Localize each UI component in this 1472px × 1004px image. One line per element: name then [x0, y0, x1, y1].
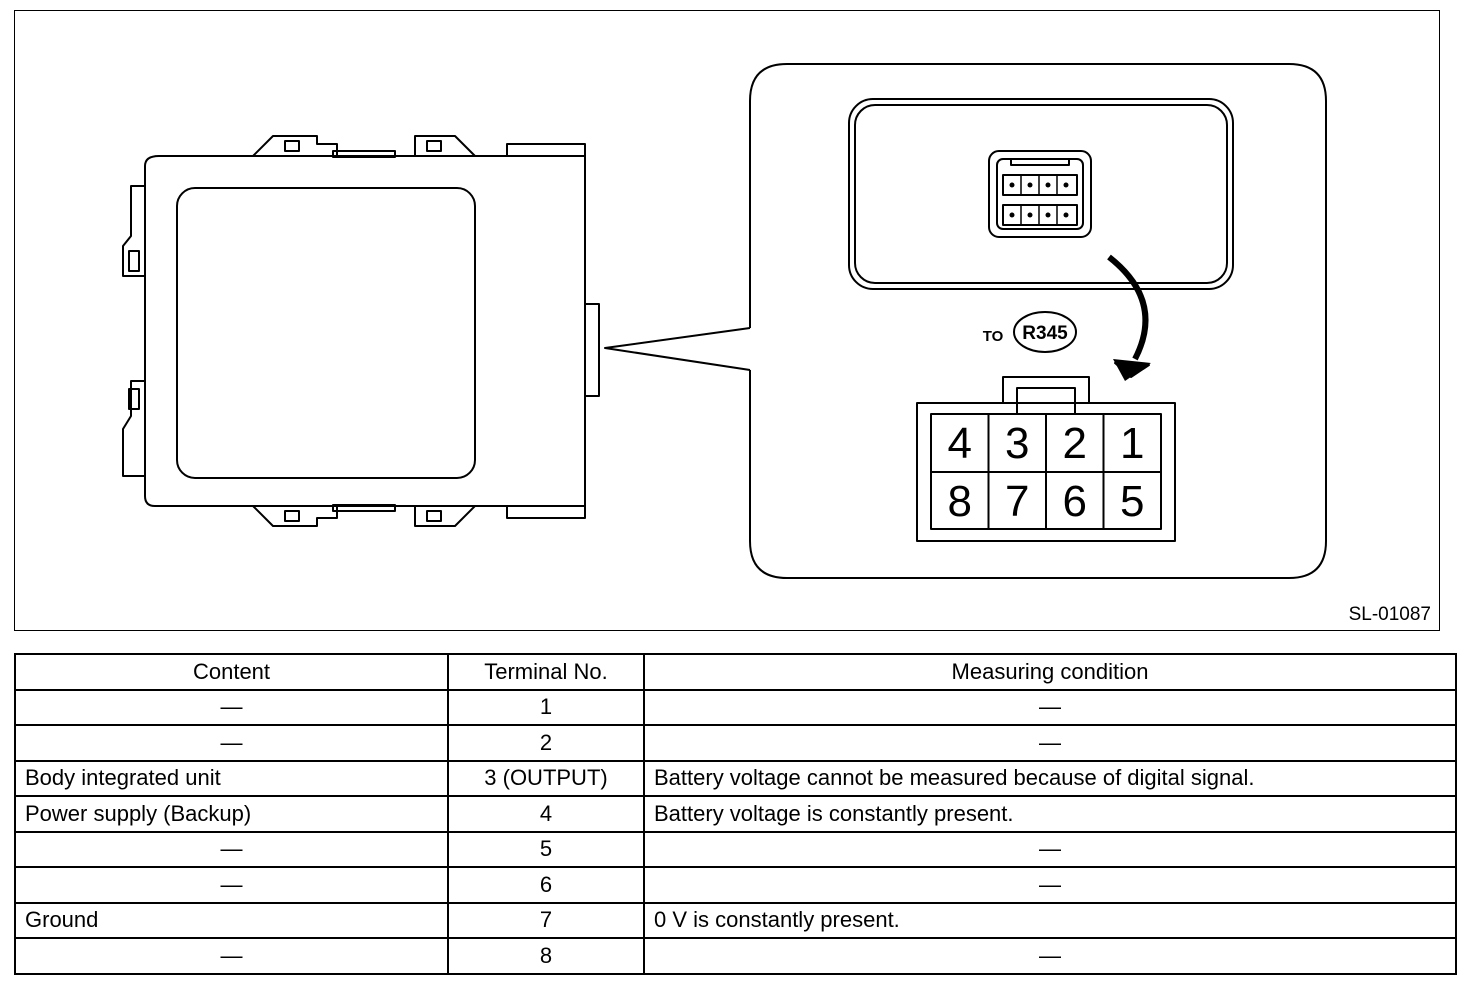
terminal-cell: 8 — [447, 937, 645, 975]
condition-cell: Battery voltage is constantly present. — [643, 795, 1457, 833]
condition-cell: Battery voltage cannot be measured becau… — [643, 759, 1457, 797]
content-cell: — — [14, 866, 449, 904]
connector-label: R345 — [1022, 323, 1068, 344]
pin-dot — [1063, 212, 1069, 218]
terminal-number-label: 1 — [1120, 419, 1144, 468]
content-cell: — — [14, 830, 449, 868]
terminal-cell: 5 — [447, 830, 645, 868]
condition-cell: — — [643, 830, 1457, 868]
pin-dot — [1009, 182, 1015, 188]
condition-cell: 0 V is constantly present. — [643, 901, 1457, 939]
terminal-cell: 3 (OUTPUT) — [447, 759, 645, 797]
connector-label-prefix: TO — [983, 328, 1004, 345]
condition-cell: — — [643, 866, 1457, 904]
column-header: Terminal No. — [447, 653, 645, 691]
terminal-cell: 6 — [447, 866, 645, 904]
pin-dot — [1045, 212, 1051, 218]
pin-dot — [1045, 182, 1051, 188]
pin-dot — [1027, 212, 1033, 218]
terminal-cell: 7 — [447, 901, 645, 939]
pin-dot — [1009, 212, 1015, 218]
figure-frame: 4 3 2 1 8 7 6 5 TO R345 SL-01087 — [14, 10, 1440, 631]
terminal-cell: 1 — [447, 688, 645, 726]
terminal-cell: 2 — [447, 724, 645, 762]
content-cell: Body integrated unit — [14, 759, 449, 797]
connector-pin-dots — [1009, 182, 1069, 218]
terminal-number-label: 4 — [948, 419, 972, 468]
table-row: —8— — [14, 937, 1457, 975]
content-cell: Ground — [14, 901, 449, 939]
table-row: —5— — [14, 830, 1457, 868]
pin-dot — [1027, 182, 1033, 188]
figure-id: SL-01087 — [1348, 604, 1431, 625]
pin-dot — [1063, 182, 1069, 188]
condition-cell: — — [643, 688, 1457, 726]
terminal-number-label: 8 — [948, 477, 972, 526]
content-cell: — — [14, 688, 449, 726]
connector-diagram: 4 3 2 1 8 7 6 5 TO R345 — [122, 63, 1327, 579]
terminal-number-label: 7 — [1005, 477, 1029, 526]
content-cell: Power supply (Backup) — [14, 795, 449, 833]
terminal-table: Content Terminal No. Measuring condition… — [14, 653, 1457, 975]
terminal-number-label: 6 — [1063, 477, 1087, 526]
content-cell: — — [14, 937, 449, 975]
table-row: —2— — [14, 724, 1457, 762]
column-header: Content — [14, 653, 449, 691]
table-header-row: Content Terminal No. Measuring condition — [14, 653, 1457, 691]
terminal-number-label: 2 — [1063, 419, 1087, 468]
control-unit-body — [122, 135, 600, 527]
terminal-number-label: 5 — [1120, 477, 1144, 526]
connector-callout — [749, 63, 1327, 579]
terminal-cell: 4 — [447, 795, 645, 833]
table-row: —6— — [14, 866, 1457, 904]
content-cell: — — [14, 724, 449, 762]
condition-cell: — — [643, 724, 1457, 762]
column-header: Measuring condition — [643, 653, 1457, 691]
terminal-number-label: 3 — [1005, 419, 1029, 468]
condition-cell: — — [643, 937, 1457, 975]
table-row: —1— — [14, 688, 1457, 726]
